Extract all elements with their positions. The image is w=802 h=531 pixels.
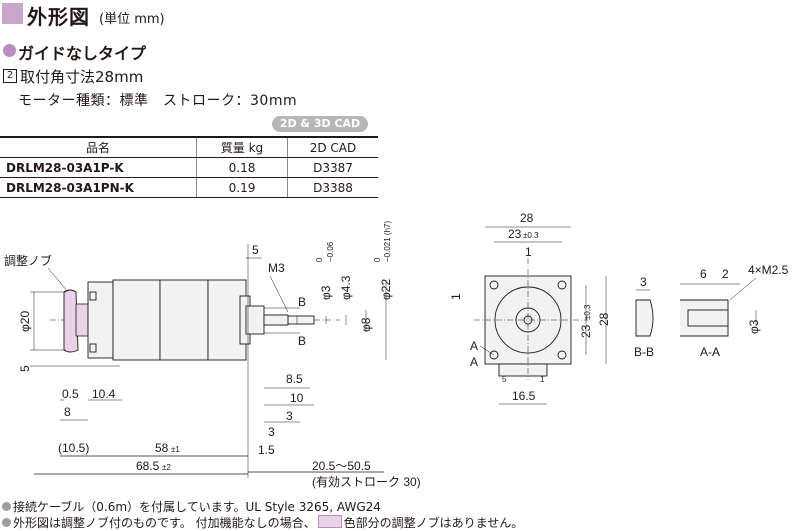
note-knob: 外形図は調整ノブ付のものです。 付加機能なしの場合、色部分の調整ノブはありません… (2, 514, 523, 531)
dim-3-flange: 3 (268, 425, 275, 439)
spec-line: モーター種類：標準 ストローク：30mm (18, 93, 298, 109)
svg-text:−0.06: −0.06 (326, 241, 335, 262)
cad-download-button[interactable]: 2D & 3D CAD (272, 116, 368, 132)
table-row: DRLM28-03A1P-K 0.18 D3387 (0, 157, 378, 178)
dim-4xm2-5: 4×M2.5 (748, 263, 789, 277)
variant-heading: ガイドなしタイプ (18, 44, 147, 63)
table-row: DRLM28-03A1PN-K 0.19 D3388 (0, 177, 378, 198)
svg-text:±0.3: ±0.3 (523, 231, 539, 240)
size-heading: 取付角寸法28mm (20, 68, 144, 86)
mass-value: 0.19 (196, 177, 288, 198)
dim-23-right: 23 (579, 324, 593, 338)
svg-text:1: 1 (540, 375, 545, 384)
dim-8-5: 8.5 (286, 372, 303, 386)
dim-1-top: 1 (525, 245, 532, 259)
product-name: DRLM28-03A1PN-K (0, 177, 197, 198)
section-b-b: 3 B-B (634, 275, 654, 359)
col-header-cad: 2D CAD (287, 136, 378, 158)
col-header-mass: 質量 kg (196, 136, 288, 158)
unit-label: (単位 mm) (99, 12, 165, 27)
section-label-bb: B-B (634, 345, 654, 359)
cad-link[interactable]: D3388 (287, 177, 378, 198)
dim-10-5: (10.5) (58, 441, 89, 455)
section-label-aa: A-A (700, 345, 720, 359)
spec-table: 品名 質量 kg 2D CAD DRLM28-03A1P-K 0.18 D338… (0, 136, 378, 198)
table-header-row: 品名 質量 kg 2D CAD (0, 136, 378, 158)
svg-text:0: 0 (373, 257, 382, 262)
dim-5-top: 5 (252, 243, 259, 257)
dim-1-left: 1 (449, 293, 463, 300)
adjust-knob (63, 289, 79, 353)
dim-phi3: φ3 (319, 285, 333, 300)
dim-phi3-aa: φ3 (747, 319, 761, 334)
front-view: 28 23 ±0.3 1 1 23 ±0.3 28 A A 5 1 16.5 (449, 211, 611, 405)
dim-28-right: 28 (597, 312, 611, 326)
dim-8: 8 (64, 405, 71, 419)
col-header-product: 品名 (0, 136, 197, 158)
knob-color-swatch (317, 515, 342, 528)
bullet-circle-icon (2, 518, 11, 527)
dim-stroke-note: (有効ストローク 30) (312, 474, 421, 489)
dim-10: 10 (290, 391, 304, 405)
dim-10-4: 10.4 (92, 387, 116, 401)
svg-text:±1: ±1 (171, 445, 180, 454)
mass-value: 0.18 (196, 157, 288, 178)
section-mark-a-1: A (470, 339, 478, 353)
dim-16-5: 16.5 (512, 389, 536, 403)
section-number: 2 (3, 69, 17, 83)
dim-28-top: 28 (520, 211, 534, 225)
section-mark-b-bottom: B (298, 334, 306, 348)
cad-link[interactable]: D3387 (287, 157, 378, 178)
dim-5-left: 5 (18, 365, 32, 372)
bullet-circle-icon (3, 44, 16, 57)
section-a-a: 6 2 4×M2.5 φ3 A-A (680, 263, 789, 359)
dim-phi4-3: φ4.3 (339, 275, 353, 300)
dim-23-top: 23 (508, 227, 522, 241)
dim-m3: M3 (268, 261, 285, 275)
svg-text:0: 0 (315, 257, 324, 262)
bullet-circle-icon (2, 502, 11, 511)
dim-phi20: φ20 (18, 311, 32, 332)
dim-3-bb: 3 (640, 275, 647, 289)
svg-text:5: 5 (502, 375, 507, 384)
dim-0-5: 0.5 (62, 387, 79, 401)
knob-label: 調整ノブ (4, 253, 52, 268)
svg-text:±2: ±2 (162, 463, 171, 472)
side-view: 5 M3 φ3 0 −0.06 φ4.3 φ22 0 −0.021 (h7) B… (4, 221, 421, 489)
product-name: DRLM28-03A1P-K (0, 157, 197, 178)
svg-text:±0.3: ±0.3 (583, 304, 592, 320)
title-color-box (2, 3, 23, 24)
dim-3-side: 3 (286, 409, 293, 423)
dim-6: 6 (700, 267, 707, 281)
note-cable: 接続ケーブル（0.6m）を付属しています。UL Style 3265, AWG2… (2, 498, 381, 515)
svg-text:−0.021 (h7): −0.021 (h7) (383, 221, 392, 262)
dim-2: 2 (722, 267, 729, 281)
dim-68-5: 68.5 (136, 459, 160, 473)
section-mark-b-top: B (298, 295, 306, 309)
dim-1-5: 1.5 (258, 443, 275, 457)
section-mark-a-2: A (470, 355, 478, 369)
dim-stroke-range: 20.5～50.5 (312, 459, 371, 473)
dim-58: 58 (155, 441, 169, 455)
page-title: 外形図 (27, 5, 90, 29)
